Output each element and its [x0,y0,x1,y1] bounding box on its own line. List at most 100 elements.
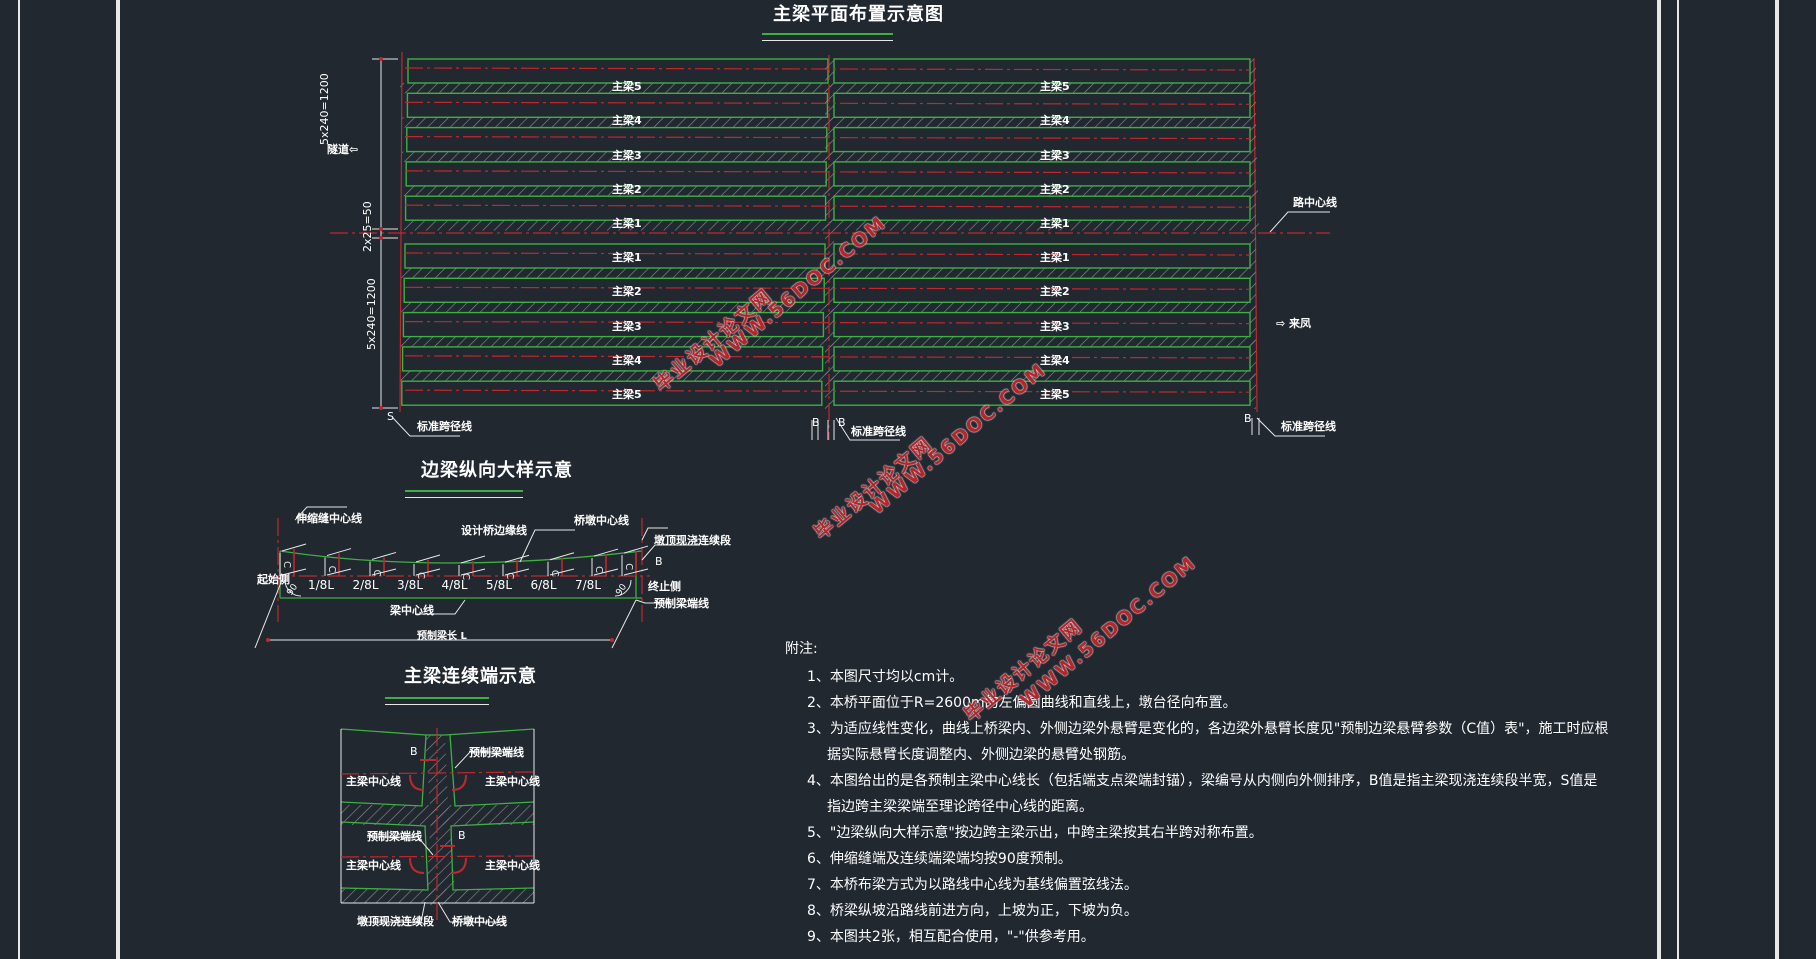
girder-label-left: 主梁1 [612,251,642,264]
plan-title: 主梁平面布置示意图 [773,4,944,25]
frame-line-title-block [1677,0,1679,959]
span-line-mid-label: 标准跨径线 [851,425,906,438]
station-label: 3/8L [397,578,423,592]
dimension-arrow [266,638,270,642]
cont-pier-centerline-label: 桥墩中心线 [452,915,507,928]
precast-length-label: 预制梁长 L [417,631,467,642]
beam-outline-top [340,728,535,736]
note-item: 5、"边梁纵向大样示意"按边跨主梁示出，中跨主梁按其右半跨对称布置。 [807,825,1263,841]
road-centerline-label: 路中心线 [1293,196,1337,209]
note-item-continuation: 指边跨主梁梁端至理论跨径中心线的距离。 [827,799,1093,815]
note-item: 7、本桥布梁方式为以路线中心线为基线偏置弦线法。 [807,877,1138,893]
c-value-label: C [623,563,634,570]
dimension-extension [254,579,283,649]
note-item: 8、桥梁纵坡沿路线前进方向，上坡为正，下坡为负。 [807,903,1138,919]
leader-line [641,527,668,541]
girder-plan-layout [330,51,1330,441]
leader-line [367,836,434,856]
dim-upper: 5x240=1200 [318,73,331,145]
station-label: 5/8L [486,578,512,592]
girder-label-left: 主梁4 [612,114,642,128]
angle-arc [409,857,425,874]
girder-label-left: 主梁2 [612,182,642,196]
c-dim-leader [549,552,575,561]
c-dim-leader [549,568,575,576]
c-dim-leader [281,568,307,576]
leader-line [635,599,670,604]
notes-heading: 附注: [785,641,818,657]
leader-line [1269,211,1330,233]
c-value-label: C [281,561,292,568]
cont-beam-centerline-right-bottom: 主梁中心线 [485,859,540,872]
girder-label-right: 主梁4 [1040,353,1070,367]
cont-beam-centerline-left-bottom: 主梁中心线 [346,859,401,872]
end-side-label: 终止侧 [648,580,681,593]
station-label: 1/8L [308,578,334,592]
station-label: 2/8L [352,578,379,592]
angle-arc [451,857,467,874]
c-dim-leader [326,548,352,557]
c-value-label: C [460,573,471,580]
c-value-label: C [549,570,560,577]
girder-label-right: 主梁5 [1040,388,1070,402]
girder-label-right: 主梁5 [1040,80,1070,93]
plan-title-underline [762,33,893,41]
c-dim-leader [371,551,397,560]
leader-line [835,417,900,441]
girder-label-right: 主梁1 [1040,251,1070,264]
continuity-title-underline [385,697,489,705]
cont-beam-end-line-label-bottom: 预制梁端线 [367,830,422,843]
beam-outline [450,821,535,891]
cont-beam-centerline-left-top: 主梁中心线 [346,775,401,788]
station-label: 4/8L [441,578,468,592]
c-value-label: C [371,569,382,576]
c-dim-leader [371,568,397,576]
c-value-label: C [504,572,515,579]
beam-end-line-label: 预制梁端线 [654,597,709,610]
span-line-left [399,51,403,413]
dimension-extension [611,599,637,649]
c-dim-leader [504,554,530,563]
girder-label-left: 主梁2 [612,285,642,299]
girder-label-right: 主梁2 [1040,285,1070,299]
span-line-right-label: 标准跨径线 [1281,420,1336,433]
c-dim-leader [623,568,649,576]
beam-centerline-label: 梁中心线 [390,604,434,617]
girder-label-right: 主梁3 [1040,148,1070,162]
edge-detail-title: 边梁纵向大样示意 [421,460,573,481]
note-item: 3、为适应线性变化，曲线上桥梁内、外侧边梁外悬臂是变化的，各边梁外悬臂长度见"预… [807,721,1609,737]
c-dim-leader [460,568,486,576]
girder-label-left: 主梁3 [612,319,642,333]
leader-line [519,529,575,563]
note-item-continuation: 据实际悬臂长度调整内、外侧边梁的悬臂处钢筋。 [827,747,1135,763]
beam-outline [449,734,535,807]
girder-label-right: 主梁1 [1040,217,1070,231]
c-dim-leader [504,568,530,576]
s-value-label: S [387,410,394,423]
girder-label-right: 主梁4 [1040,114,1070,128]
pier-centerline-label: 桥墩中心线 [574,514,629,527]
expansion-joint-centerline-label: 伸缩缝中心线 [296,512,362,525]
b-value-label-mid-right: B [838,416,846,429]
girder-label-left: 主梁1 [612,217,642,231]
b-value-label-mid-left: B [812,416,820,429]
note-item: 9、本图共2张，相互配合使用，"-"供参考用。 [807,929,1095,945]
c-dim-leader [623,545,649,554]
direction-left-label: 隧道⇦ [327,143,359,156]
note-item: 6、伸缩缝端及连续端梁端均按90度预制。 [807,851,1072,867]
angle-arc-right [614,579,632,597]
girder-label-left: 主梁5 [612,388,642,402]
girder-label-left: 主梁3 [612,148,642,162]
leader-line [294,506,347,521]
leader-line [454,751,510,769]
leader-line [392,417,460,437]
note-item: 4、本图给出的是各预制主梁中心线长（包括端支点梁端封锚），梁编号从内侧向外侧排序… [807,773,1598,789]
cont-b-label-bottom: B [458,829,466,842]
note-item: 2、本桥平面位于R=2600m的左偏圆曲线和直线上，墩台径向布置。 [807,695,1237,711]
dimension-arrow [379,406,383,410]
dim-lower: 5x240=1200 [365,278,378,350]
angle-arc-left [284,579,302,597]
c-dim-leader [415,554,441,563]
